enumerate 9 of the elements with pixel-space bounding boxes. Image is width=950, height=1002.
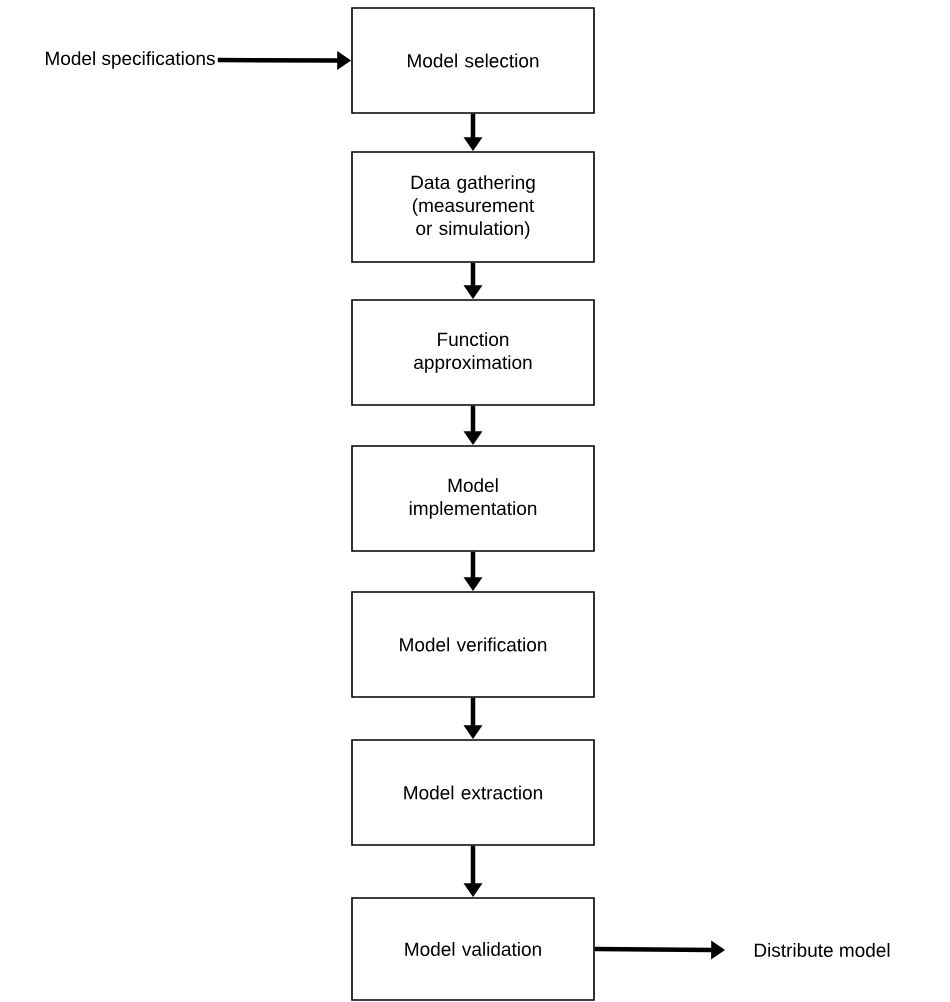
process-box: Data gathering (measurement or simulation) (351, 151, 595, 263)
process-box: Model validation (351, 897, 595, 1001)
label-text: Model specifications (46, 51, 215, 69)
label-text: Distribute model (754, 943, 890, 957)
process-box: Model implementation (351, 445, 595, 552)
process-box: Function approximation (351, 299, 595, 406)
process-box: Model selection (351, 7, 595, 114)
process-box: Model verification (351, 591, 595, 698)
process-box: Model extraction (351, 739, 595, 846)
